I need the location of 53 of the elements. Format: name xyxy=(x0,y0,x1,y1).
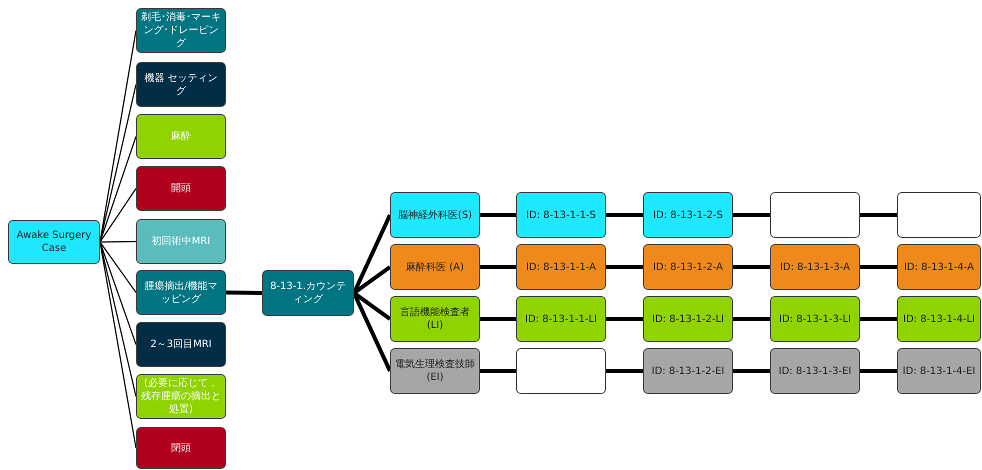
process-box: ID: 8-13-1-2-LI xyxy=(643,296,733,342)
process-box: 初回術中MRI xyxy=(136,219,226,264)
connector-line xyxy=(480,265,516,269)
connector-line xyxy=(100,240,136,243)
connector-line xyxy=(606,213,643,217)
process-box: ID: 8-13-1-3-A xyxy=(770,244,860,290)
connector-line xyxy=(733,213,770,217)
connector-line xyxy=(733,369,770,373)
connector-line xyxy=(99,242,137,345)
connector-line xyxy=(606,317,643,321)
process-box: ID: 8-13-1-4-EI xyxy=(897,348,981,394)
connector-line xyxy=(100,188,136,242)
connector-line xyxy=(480,213,516,217)
process-box: ID: 8-13-1-2-S xyxy=(643,192,733,238)
process-box: 開頭 xyxy=(136,166,226,211)
empty-box xyxy=(897,192,981,238)
connector-line xyxy=(606,369,643,373)
process-box: ID: 8-13-1-1-S xyxy=(516,192,606,238)
process-box: 麻酔科医 (A) xyxy=(390,244,480,290)
connector-line xyxy=(860,265,897,269)
process-box: 脳神経外科医(S) xyxy=(390,192,480,238)
root-box: Awake Surgery Case xyxy=(8,220,100,264)
process-box: 剃毛･消毒･マーキング･ドレーピング xyxy=(136,8,226,53)
process-box: ID: 8-13-1-4-LI xyxy=(897,296,981,342)
process-box: ID: 8-13-1-2-EI xyxy=(643,348,733,394)
process-box: ID: 8-13-1-2-A xyxy=(643,244,733,290)
empty-box xyxy=(770,192,860,238)
connector-line xyxy=(100,242,136,293)
process-box: ID: 8-13-1-4-A xyxy=(897,244,981,290)
connector-line xyxy=(226,290,262,295)
process-box: 2～3回目MRI xyxy=(136,322,226,367)
connector-line xyxy=(733,265,770,269)
connector-line xyxy=(606,265,643,269)
process-box: ID: 8-13-1-1-A xyxy=(516,244,606,290)
process-box: 腫瘍摘出/機能マッピング xyxy=(136,270,226,315)
process-box: 8-13-1.カウンティング xyxy=(262,270,354,316)
connector-line xyxy=(99,136,137,242)
connector-line xyxy=(480,317,516,321)
process-box: 言語機能検査者 (LI) xyxy=(390,296,480,342)
process-box: 電気生理検査技師 (EI) xyxy=(390,348,480,394)
connector-line xyxy=(860,213,897,217)
connector-line xyxy=(860,317,897,321)
process-box: ID: 8-13-1-3-EI xyxy=(770,348,860,394)
connector-line xyxy=(733,317,770,321)
process-box: 麻酔 xyxy=(136,114,226,159)
empty-box xyxy=(516,348,606,394)
process-box: ID: 8-13-1-3-LI xyxy=(770,296,860,342)
connector-line xyxy=(860,369,897,373)
process-box: (必要に応じて，残存腫瘍の摘出と処置) xyxy=(136,374,226,419)
process-box: ID: 8-13-1-1-LI xyxy=(516,296,606,342)
process-box: 機器 セッティング xyxy=(136,62,226,107)
process-box: 閉頭 xyxy=(136,427,226,469)
connector-line xyxy=(480,369,516,373)
